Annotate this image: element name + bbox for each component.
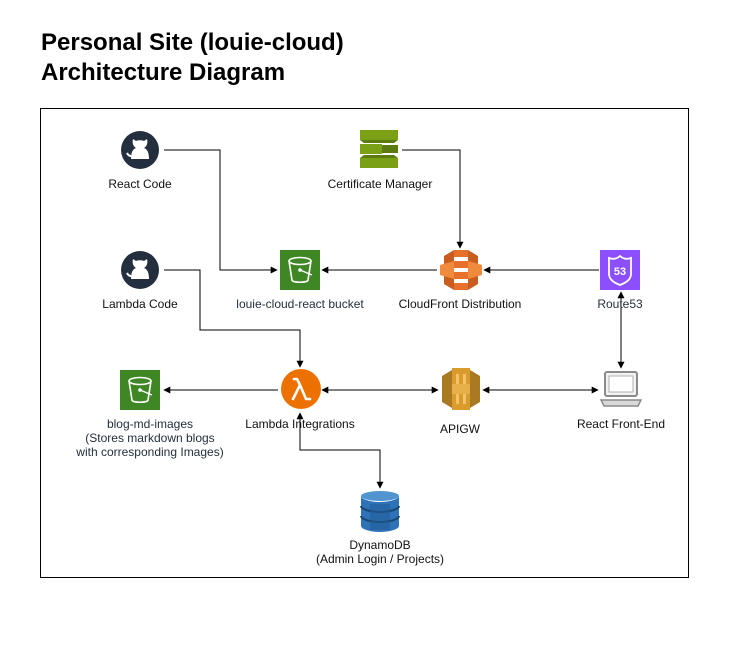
dynamodb-name: DynamoDB <box>349 538 411 552</box>
label-certificate-manager: Certificate Manager <box>327 177 433 191</box>
api-gateway-icon <box>442 368 480 410</box>
s3-bucket-icon <box>280 250 320 290</box>
connector-lambda-dynamodb <box>296 412 384 489</box>
title-line-1: Personal Site (louie-cloud) <box>41 29 344 56</box>
s3-bucket-icon <box>120 370 160 410</box>
label-cloudfront: CloudFront Distribution <box>398 297 522 311</box>
blog-bucket-name: blog-md-images <box>106 417 194 431</box>
label-blog-bucket: blog-md-images (Stores markdown blogs wi… <box>70 417 230 459</box>
cloudfront-icon <box>440 250 482 290</box>
blog-bucket-desc-2: with corresponding Images) <box>76 445 224 459</box>
github-icon <box>121 131 159 169</box>
label-route53: Route53 <box>597 297 643 311</box>
label-react-code: React Code <box>108 177 172 191</box>
blog-bucket-desc-1: (Stores markdown blogs <box>85 431 215 445</box>
laptop-icon <box>600 371 642 407</box>
label-apigw: APIGW <box>439 422 480 436</box>
connector-lambda-code-to-lambda <box>164 269 304 368</box>
label-dynamodb: DynamoDB (Admin Login / Projects) <box>300 538 460 566</box>
label-frontend: React Front-End <box>576 417 666 431</box>
label-lambda: Lambda Integrations <box>245 417 355 431</box>
title-line-2: Architecture Diagram <box>41 59 286 86</box>
diagram-title: Personal Site (louie-cloud) Architecture… <box>41 28 344 88</box>
dynamodb-desc: (Admin Login / Projects) <box>315 552 445 566</box>
lambda-icon <box>281 369 321 409</box>
certificate-manager-icon <box>360 130 398 168</box>
svg-text:53: 53 <box>614 266 626 278</box>
dynamodb-icon <box>360 491 400 532</box>
label-react-bucket: louie-cloud-react bucket <box>236 297 364 311</box>
diagram-frame <box>40 108 689 578</box>
connector-cert-to-cloudfront <box>402 149 464 249</box>
github-icon <box>121 251 159 289</box>
route53-icon: 53 <box>600 250 640 290</box>
label-lambda-code: Lambda Code <box>102 297 178 311</box>
connector-react-code-to-bucket <box>164 149 278 274</box>
